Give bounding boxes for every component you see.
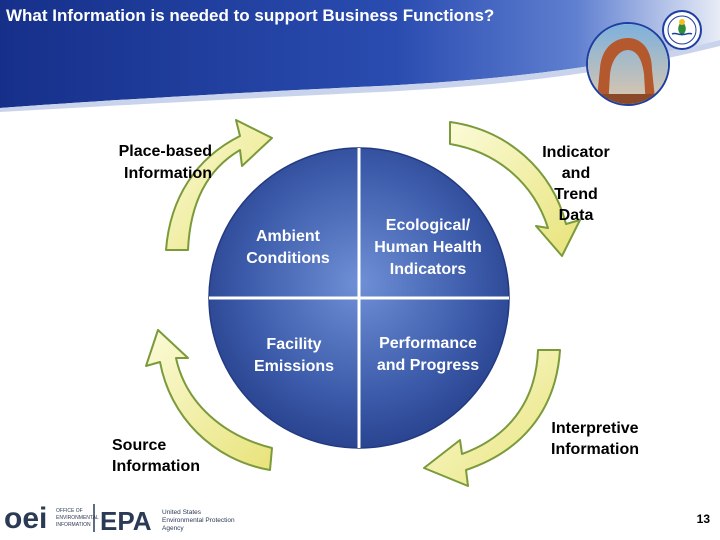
epa-caption-line-3: Agency [162, 525, 184, 532]
quadrant-facility-emissions: Facility Emissions [253, 336, 335, 375]
arch-photo-icon [586, 22, 670, 106]
oei-caption-line-3: INFORMATION [56, 522, 91, 528]
epa-logo: EPA United States Environmental Protecti… [100, 506, 235, 536]
page-title: What Information is needed to support Bu… [6, 6, 495, 25]
seal-group [586, 8, 706, 112]
oei-logo-text: oei [4, 502, 47, 535]
quadrant-ambient-conditions: Ambient Conditions [246, 228, 330, 267]
label-source-information: Source Information [112, 437, 200, 475]
quadrant-ecological-indicators: Ecological/ Human Health Indicators [374, 217, 482, 278]
page-number: 13 [696, 512, 710, 526]
header-background [0, 0, 720, 112]
central-circle [208, 147, 510, 449]
cycle-arrow-top-right [449, 121, 581, 257]
epa-seal-icon [662, 10, 702, 50]
label-indicator-trend-data: Indicator and Trend Data [542, 144, 610, 224]
epa-logo-text: EPA [100, 506, 152, 536]
label-interpretive-information: Interpretive Information [551, 420, 639, 458]
footer-logos: oei OFFICE OF ENVIRONMENTAL INFORMATION … [4, 502, 235, 536]
epa-caption-line-2: Environmental Protection [162, 517, 235, 524]
epa-caption-line-1: United States [162, 509, 202, 516]
cycle-arrow-top-left [165, 119, 273, 251]
slide-header: What Information is needed to support Bu… [0, 0, 720, 112]
oei-caption-line-2: ENVIRONMENTAL [56, 515, 99, 521]
cycle-arrow-bottom-left [145, 329, 273, 471]
oei-caption-line-1: OFFICE OF [56, 508, 83, 514]
oei-logo: oei OFFICE OF ENVIRONMENTAL INFORMATION [4, 502, 99, 535]
label-place-based-information: Place-based Information [118, 143, 212, 182]
quadrant-performance-progress: Performance and Progress [376, 335, 480, 374]
cycle-arrow-bottom-right [423, 349, 561, 487]
